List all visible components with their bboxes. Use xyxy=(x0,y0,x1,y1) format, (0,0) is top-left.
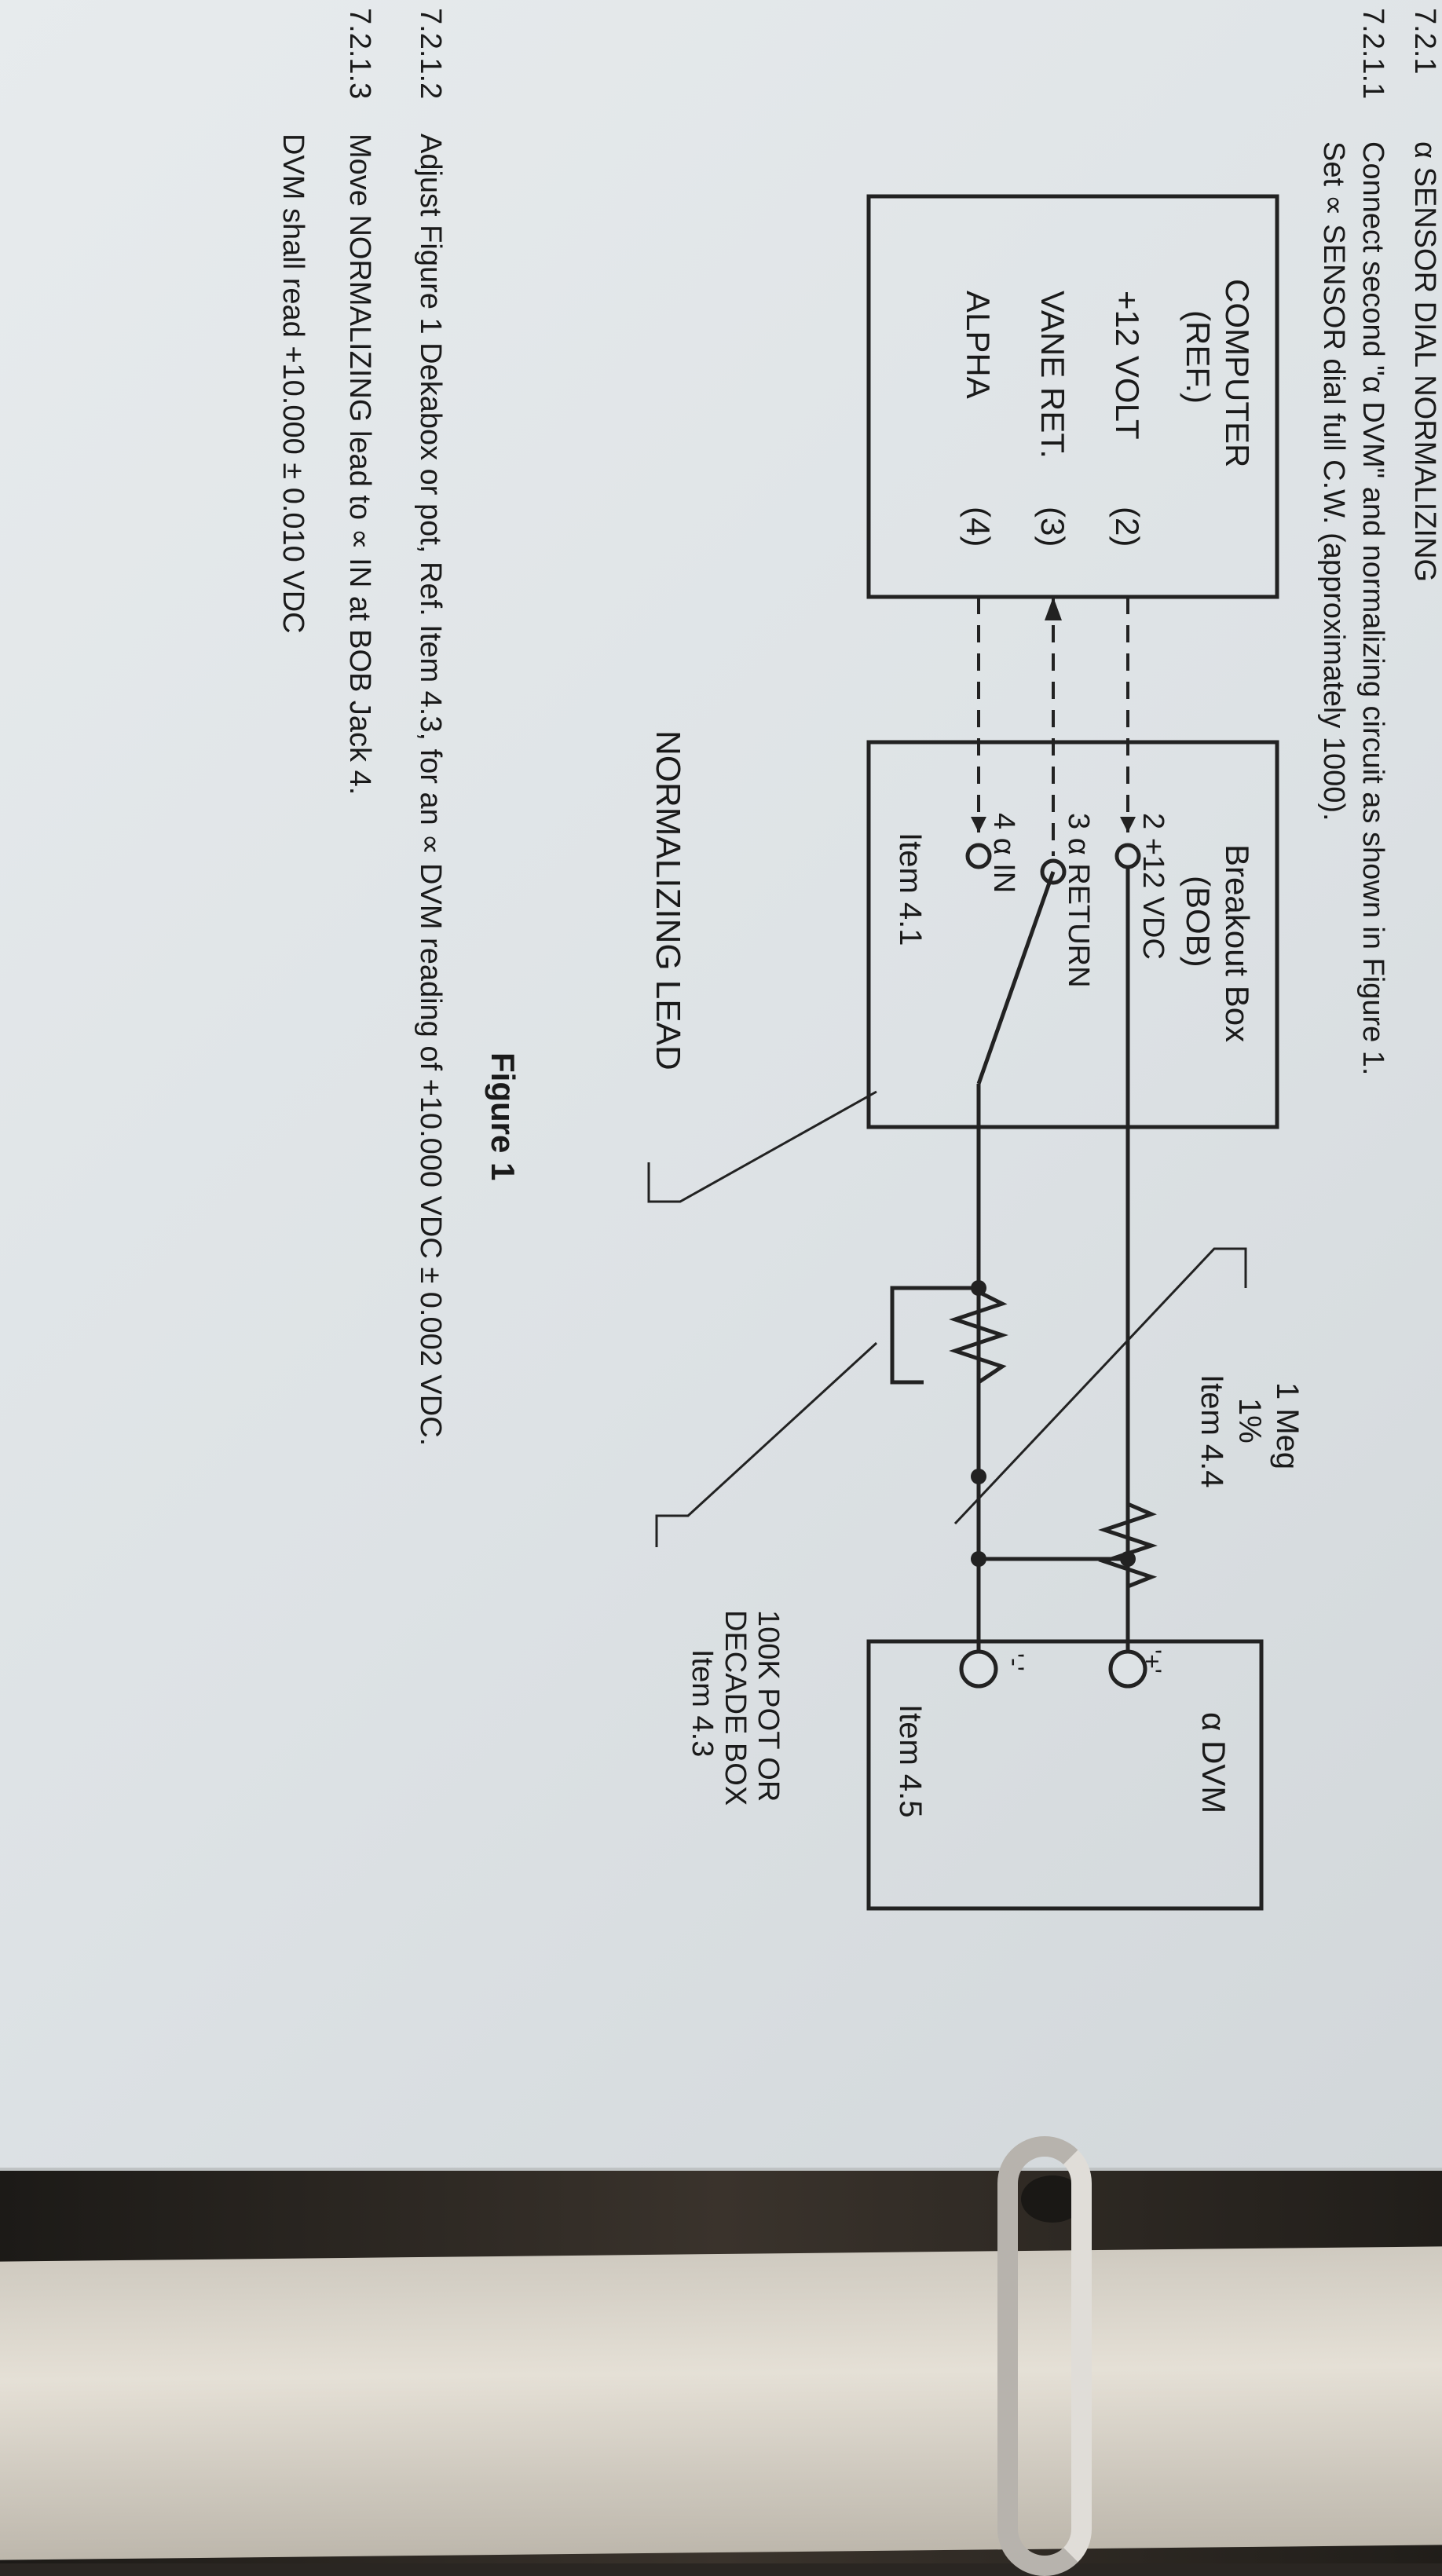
binder-ring xyxy=(997,2136,1092,2576)
step-2-number: 7.2.1.2 xyxy=(414,8,447,99)
pin-alpha-num: (4) xyxy=(960,507,997,547)
document-page xyxy=(0,0,1442,2171)
step-1-number: 7.2.1.1 xyxy=(1356,8,1389,99)
pot-label-2: DECADE BOX xyxy=(719,1610,752,1806)
computer-box xyxy=(866,194,1279,599)
arrow-12v xyxy=(1120,817,1136,832)
step-3-number: 7.2.1.3 xyxy=(343,8,376,99)
dvm-item: Item 4.5 xyxy=(893,1704,928,1818)
normalizing-lead-label: NORMALIZING LEAD xyxy=(649,730,687,1070)
pot-wiper xyxy=(890,1286,979,1385)
pot-label-3: Item 4.3 xyxy=(686,1649,719,1757)
jack-2-terminal xyxy=(1114,843,1141,869)
step-1-line1: Connect second "α DVM" and normalizing c… xyxy=(1356,141,1389,1076)
step-2-line1: Adjust Figure 1 Dekabox or pot, Ref. Ite… xyxy=(414,134,447,1446)
bob-jack-4: 4 α IN xyxy=(987,813,1020,893)
lead-leader xyxy=(647,1090,877,1203)
dvm-box xyxy=(866,1639,1264,1911)
cut-line: DVM shall read +10.000 ± 0.010 VDC xyxy=(276,134,309,634)
resistor-leader xyxy=(953,1247,1247,1525)
computer-title: COMPUTER xyxy=(1219,279,1256,467)
pin-12v-num: (2) xyxy=(1109,507,1146,547)
resistor-label-2: 1% xyxy=(1232,1398,1267,1444)
step-1-line2: Set ∝ SENSOR dial full C.W. (approximate… xyxy=(1317,141,1350,821)
normalizing-lead-switch xyxy=(976,871,1056,1085)
arrow-vane-ret xyxy=(1045,597,1062,620)
underlying-pages xyxy=(0,2246,1442,2560)
bob-subtitle: (BOB) xyxy=(1180,876,1217,968)
dvm-plus-terminal xyxy=(1108,1649,1147,1689)
section-title: α SENSOR DIAL NORMALIZING xyxy=(1408,141,1441,582)
pin-vane-num: (3) xyxy=(1034,507,1071,547)
resistor-label-1: 1 Meg xyxy=(1270,1382,1305,1469)
bob-jack-2: 2 +12 VDC xyxy=(1136,813,1169,960)
dvm-minus-terminal xyxy=(959,1649,998,1689)
node-dot xyxy=(971,1551,986,1567)
step-3-line1: Move NORMALIZING lead to ∝ IN at BOB Jac… xyxy=(343,134,376,795)
jack-4-terminal xyxy=(965,843,992,869)
arrow-alpha xyxy=(971,817,986,832)
computer-subtitle: (REF.) xyxy=(1180,310,1217,404)
pin-12v-name: +12 VOLT xyxy=(1109,291,1146,440)
pin-alpha-name: ALPHA xyxy=(960,291,997,399)
pin-vane-name: VANE RET. xyxy=(1034,291,1071,459)
dvm-title: α DVM xyxy=(1195,1712,1232,1813)
resistor-label-3: Item 4.4 xyxy=(1195,1374,1229,1488)
resistor-1meg xyxy=(1098,1492,1158,1602)
node-dot xyxy=(971,1469,986,1484)
bob-jack-3: 3 α RETURN xyxy=(1062,813,1095,988)
dvm-minus-label: '-' xyxy=(1001,1653,1029,1671)
bob-title: Breakout Box xyxy=(1219,844,1256,1042)
pot-leader xyxy=(655,1341,878,1547)
bob-item: Item 4.1 xyxy=(893,832,928,946)
bob-box xyxy=(866,740,1279,1129)
pot-resistor xyxy=(949,1280,1008,1394)
figure-caption: Figure 1 xyxy=(485,1052,522,1180)
document-content: 7.2.1 α SENSOR DIAL NORMALIZING 7.2.1.1 … xyxy=(276,8,1441,1911)
section-number: 7.2.1 xyxy=(1408,8,1441,75)
pot-label-1: 100K POT OR xyxy=(752,1610,785,1802)
